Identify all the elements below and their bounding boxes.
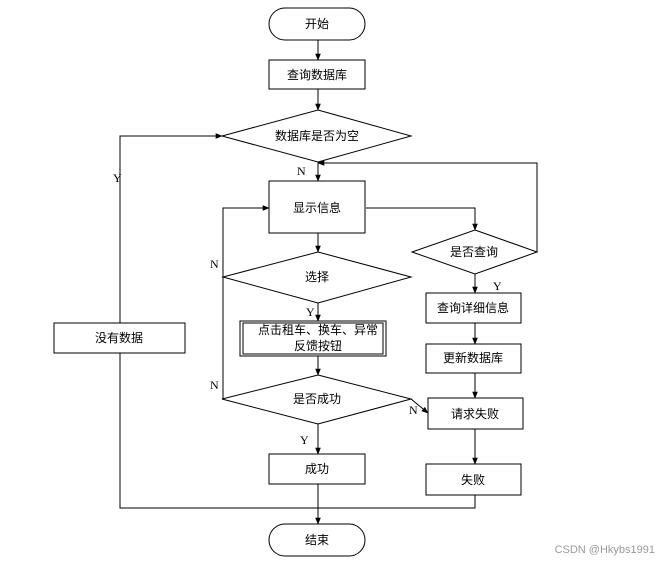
show-info-shape bbox=[268, 180, 366, 234]
query-db-shape bbox=[268, 59, 366, 90]
success-process: 成功 bbox=[268, 453, 366, 485]
choose-yes-label: Y bbox=[306, 305, 315, 319]
db-empty-yes-label: Y bbox=[113, 171, 122, 185]
query-detail-process: 查询详细信息 bbox=[425, 292, 522, 324]
edge-dbempty-yes bbox=[119, 133, 223, 323]
watermark: CSDN @Hkybs1991 bbox=[555, 544, 655, 556]
click-buttons-label-line1: 点击租车、换车、异常 bbox=[258, 322, 378, 337]
db-empty-no-label: N bbox=[297, 164, 306, 178]
is-query-shape bbox=[410, 229, 539, 275]
update-db-shape bbox=[425, 343, 522, 374]
edge-fail-to-end bbox=[318, 495, 476, 509]
query-detail-label: 查询详细信息 bbox=[437, 300, 509, 315]
start-shape bbox=[268, 7, 366, 41]
success-decision-shape bbox=[221, 374, 413, 425]
request-fail-process: 请求失败 bbox=[427, 397, 524, 430]
end-label: 结束 bbox=[305, 533, 329, 547]
choose-no-label: N bbox=[210, 257, 219, 271]
click-buttons-process: 点击租车、换车、异常 反馈按钮 bbox=[239, 320, 387, 357]
connectors bbox=[119, 40, 538, 525]
db-empty-shape bbox=[220, 109, 413, 163]
success-no-right-label: N bbox=[409, 403, 418, 417]
fail-label: 失败 bbox=[461, 472, 485, 487]
is-query-label: 是否查询 bbox=[450, 245, 498, 259]
edge-choose-no bbox=[222, 205, 270, 276]
end-shape bbox=[268, 523, 366, 557]
is-query-decision: 是否查询 bbox=[410, 229, 539, 275]
edge-nodata-to-end bbox=[119, 353, 318, 509]
update-db-label: 更新数据库 bbox=[443, 350, 503, 365]
choose-decision: 选择 bbox=[221, 251, 413, 304]
db-empty-decision: 数据库是否为空 bbox=[220, 109, 413, 163]
no-data-shape bbox=[53, 322, 186, 354]
choose-label: 选择 bbox=[305, 270, 329, 284]
success-label: 成功 bbox=[305, 462, 329, 476]
start-terminator: 开始 bbox=[268, 7, 366, 41]
click-buttons-shape bbox=[239, 320, 387, 357]
success-decision: 是否成功 bbox=[221, 374, 413, 425]
query-db-label: 查询数据库 bbox=[287, 67, 347, 82]
success-yes-label: Y bbox=[300, 433, 309, 447]
is-query-yes-label: Y bbox=[493, 279, 502, 293]
edge-successq-no-right bbox=[410, 398, 429, 414]
start-label: 开始 bbox=[305, 17, 329, 31]
request-fail-shape bbox=[427, 397, 524, 430]
success-no-left-label: N bbox=[210, 378, 219, 392]
update-db-process: 更新数据库 bbox=[425, 343, 522, 374]
query-db-process: 查询数据库 bbox=[268, 59, 366, 90]
fail-process: 失败 bbox=[425, 463, 522, 496]
fail-shape bbox=[425, 463, 522, 496]
click-buttons-label-line2: 反馈按钮 bbox=[294, 338, 342, 353]
edge-show-to-isquery bbox=[366, 207, 478, 231]
no-data-process: 没有数据 bbox=[53, 322, 186, 354]
edge-isquery-no bbox=[317, 160, 538, 252]
end-terminator: 结束 bbox=[268, 523, 366, 557]
show-info-label: 显示信息 bbox=[293, 200, 341, 215]
click-buttons-inner-border bbox=[242, 322, 384, 355]
choose-shape bbox=[221, 251, 413, 304]
success-shape bbox=[268, 453, 366, 485]
request-fail-label: 请求失败 bbox=[451, 406, 499, 421]
query-detail-shape bbox=[425, 292, 522, 324]
show-info-process: 显示信息 bbox=[268, 180, 366, 234]
db-empty-label: 数据库是否为空 bbox=[275, 128, 359, 143]
no-data-label: 没有数据 bbox=[95, 330, 143, 345]
success-decision-label: 是否成功 bbox=[293, 392, 341, 406]
